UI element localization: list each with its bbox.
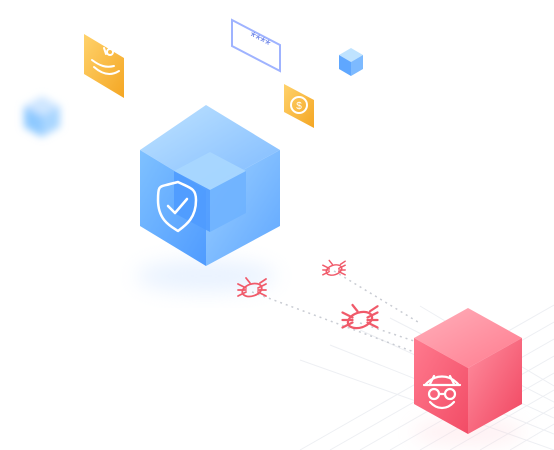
bug-icon — [341, 303, 379, 330]
shield-check-icon — [156, 180, 198, 233]
password-field-tile: **** — [231, 18, 281, 73]
hand-coin-tile — [84, 34, 124, 98]
bug-icon — [237, 277, 267, 298]
small-cube — [339, 48, 363, 76]
blurred-cube — [24, 96, 60, 137]
red-cube — [414, 308, 522, 434]
svg-text:$: $ — [296, 101, 302, 112]
dotted-links — [251, 270, 421, 353]
blue-cube — [140, 105, 280, 266]
coin-tile: $ — [284, 84, 314, 128]
bug-icon — [322, 259, 346, 276]
coin-dollar-icon: $ — [290, 96, 308, 114]
hacker-spy-icon — [422, 374, 462, 410]
hand-coin-icon — [91, 47, 120, 76]
blue-cube-shadow — [136, 260, 276, 292]
